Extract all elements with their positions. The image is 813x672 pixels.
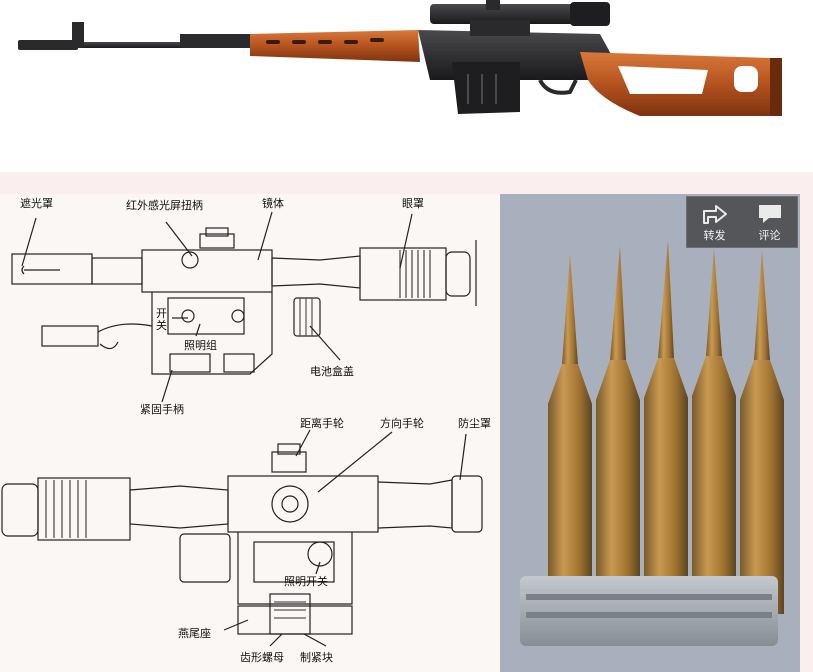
scope-diagram-panel: 遮光罩 红外感光屏扭柄 镜体 眼罩 开关 照明组 电池盒盖 紧固手柄 距离手轮 …	[0, 194, 500, 672]
label-light-shield: 遮光罩	[20, 197, 53, 210]
upper-body-shape	[141, 249, 273, 293]
label-illumination-group: 照明组	[184, 339, 217, 352]
comment-icon	[759, 205, 781, 223]
comment-label: 评论	[758, 229, 781, 242]
label-clamp-handle: 紧固手柄	[140, 403, 184, 416]
rifle-drawing	[18, 0, 782, 116]
cartridge-group	[548, 240, 784, 614]
forward-button[interactable]: 转发	[687, 197, 742, 247]
label-scope-body: 镜体	[262, 197, 284, 210]
label-toothed-nut: 齿形螺母	[240, 651, 284, 664]
label-dovetail-mount: 燕尾座	[178, 627, 211, 640]
label-battery-cap: 电池盒盖	[310, 365, 354, 378]
lower-body-shape	[227, 475, 379, 533]
dust-cover-shape	[451, 475, 483, 533]
label-switch: 开关	[156, 307, 167, 332]
label-dust-cover: 防尘罩	[458, 417, 491, 430]
cartridges-drawing	[520, 240, 784, 646]
separator-strip	[800, 172, 813, 672]
label-illumination-switch: 照明开关	[284, 575, 328, 588]
rifle-photo	[0, 0, 813, 172]
separator-band	[0, 172, 813, 194]
share-toolbar: 转发 评论	[686, 196, 798, 248]
label-windage-knob: 方向手轮	[380, 417, 424, 430]
cartridges-photo	[500, 194, 800, 672]
label-ir-screen-knob: 红外感光屏扭柄	[126, 199, 203, 212]
scope-line-drawings	[1, 211, 483, 647]
comment-button[interactable]: 评论	[742, 197, 797, 247]
label-range-knob: 距离手轮	[300, 417, 344, 430]
forward-label: 转发	[703, 229, 726, 242]
stripper-clip	[520, 576, 778, 646]
lower-eyecup-shape	[1, 483, 39, 537]
forward-icon	[703, 205, 727, 224]
label-eyecup: 眼罩	[402, 197, 424, 210]
label-lock-block: 制紧块	[300, 651, 333, 664]
